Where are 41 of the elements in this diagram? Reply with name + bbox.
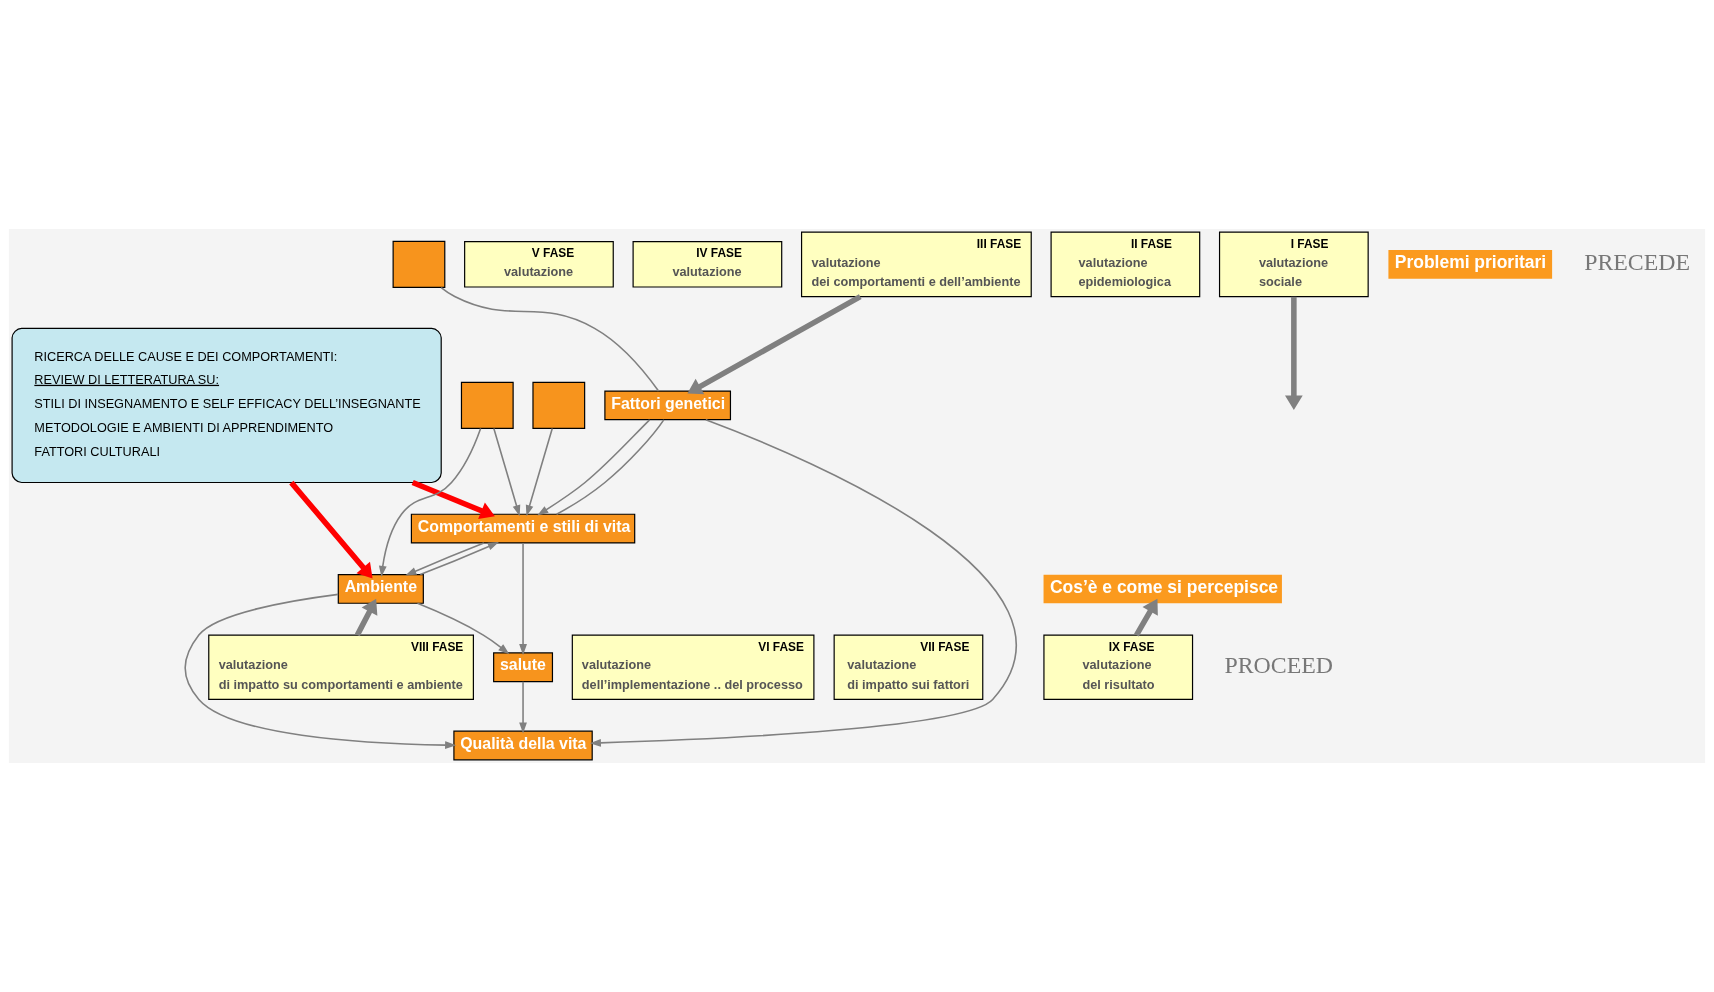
connector	[440, 286, 660, 392]
node-box: V FASE valutazione	[464, 241, 614, 288]
node-box: IV FASE valutazione	[632, 241, 783, 288]
arrow	[289, 480, 373, 579]
connector	[555, 419, 665, 516]
node-box	[532, 381, 586, 430]
arrow	[411, 479, 495, 519]
arrow	[416, 602, 510, 655]
arrow	[184, 593, 457, 749]
arrow	[537, 419, 651, 516]
label: PROCEED	[1224, 652, 1334, 679]
node-box: Comportamenti e stili di vita	[410, 513, 636, 544]
node-box: Qualità della vita	[453, 730, 593, 761]
node-box: IX FASE valutazione del risultato	[1043, 634, 1194, 701]
arrow	[354, 598, 378, 637]
arrow	[1134, 598, 1158, 637]
node-box: Problemi prioritari	[1388, 250, 1553, 279]
node-box	[460, 381, 514, 430]
node-box: VII FASE valutazione di impatto sui fattori	[833, 634, 984, 701]
arrow	[687, 294, 862, 395]
arrow	[378, 427, 482, 578]
arrow	[519, 542, 527, 656]
node-box: Fattori genetici	[604, 390, 732, 421]
node-box: VIII FASE valutazione di impatto su comportamenti e ambiente	[208, 634, 474, 701]
arrow	[419, 542, 499, 576]
node-box: I FASE valutazione sociale	[1218, 231, 1369, 298]
node-box: VI FASE valutazione dell’implementazione .. del processo	[571, 634, 815, 701]
arrow	[519, 680, 527, 734]
node-box: RICERCA DELLE CAUSE E DEI COMPORTAMENTI: REVIEW DI LETTERATURA SU: STILI DI INSEGNAMENTO E SELF EFFICACY DELL’INSEGNANTE METODOLOGIE E AMBIENTI DI APPRENDIMENTO FATTORI CULTURALI	[11, 327, 442, 484]
node-box	[392, 240, 446, 288]
arrow	[1285, 296, 1303, 410]
arrow	[493, 427, 521, 517]
arrow	[405, 542, 485, 576]
arrow	[525, 427, 554, 517]
arrow	[589, 418, 1017, 747]
node-box: Ambiente	[337, 574, 424, 604]
node-box: II FASE valutazione epidemiologica	[1050, 231, 1201, 298]
node-box: salute	[493, 652, 554, 683]
node-box: III FASE valutazione dei comportamenti e dell’ambiente	[800, 231, 1032, 298]
label: PRECEDE	[1584, 249, 1691, 276]
node-box: Cos’è e come si percepisce	[1043, 574, 1282, 604]
